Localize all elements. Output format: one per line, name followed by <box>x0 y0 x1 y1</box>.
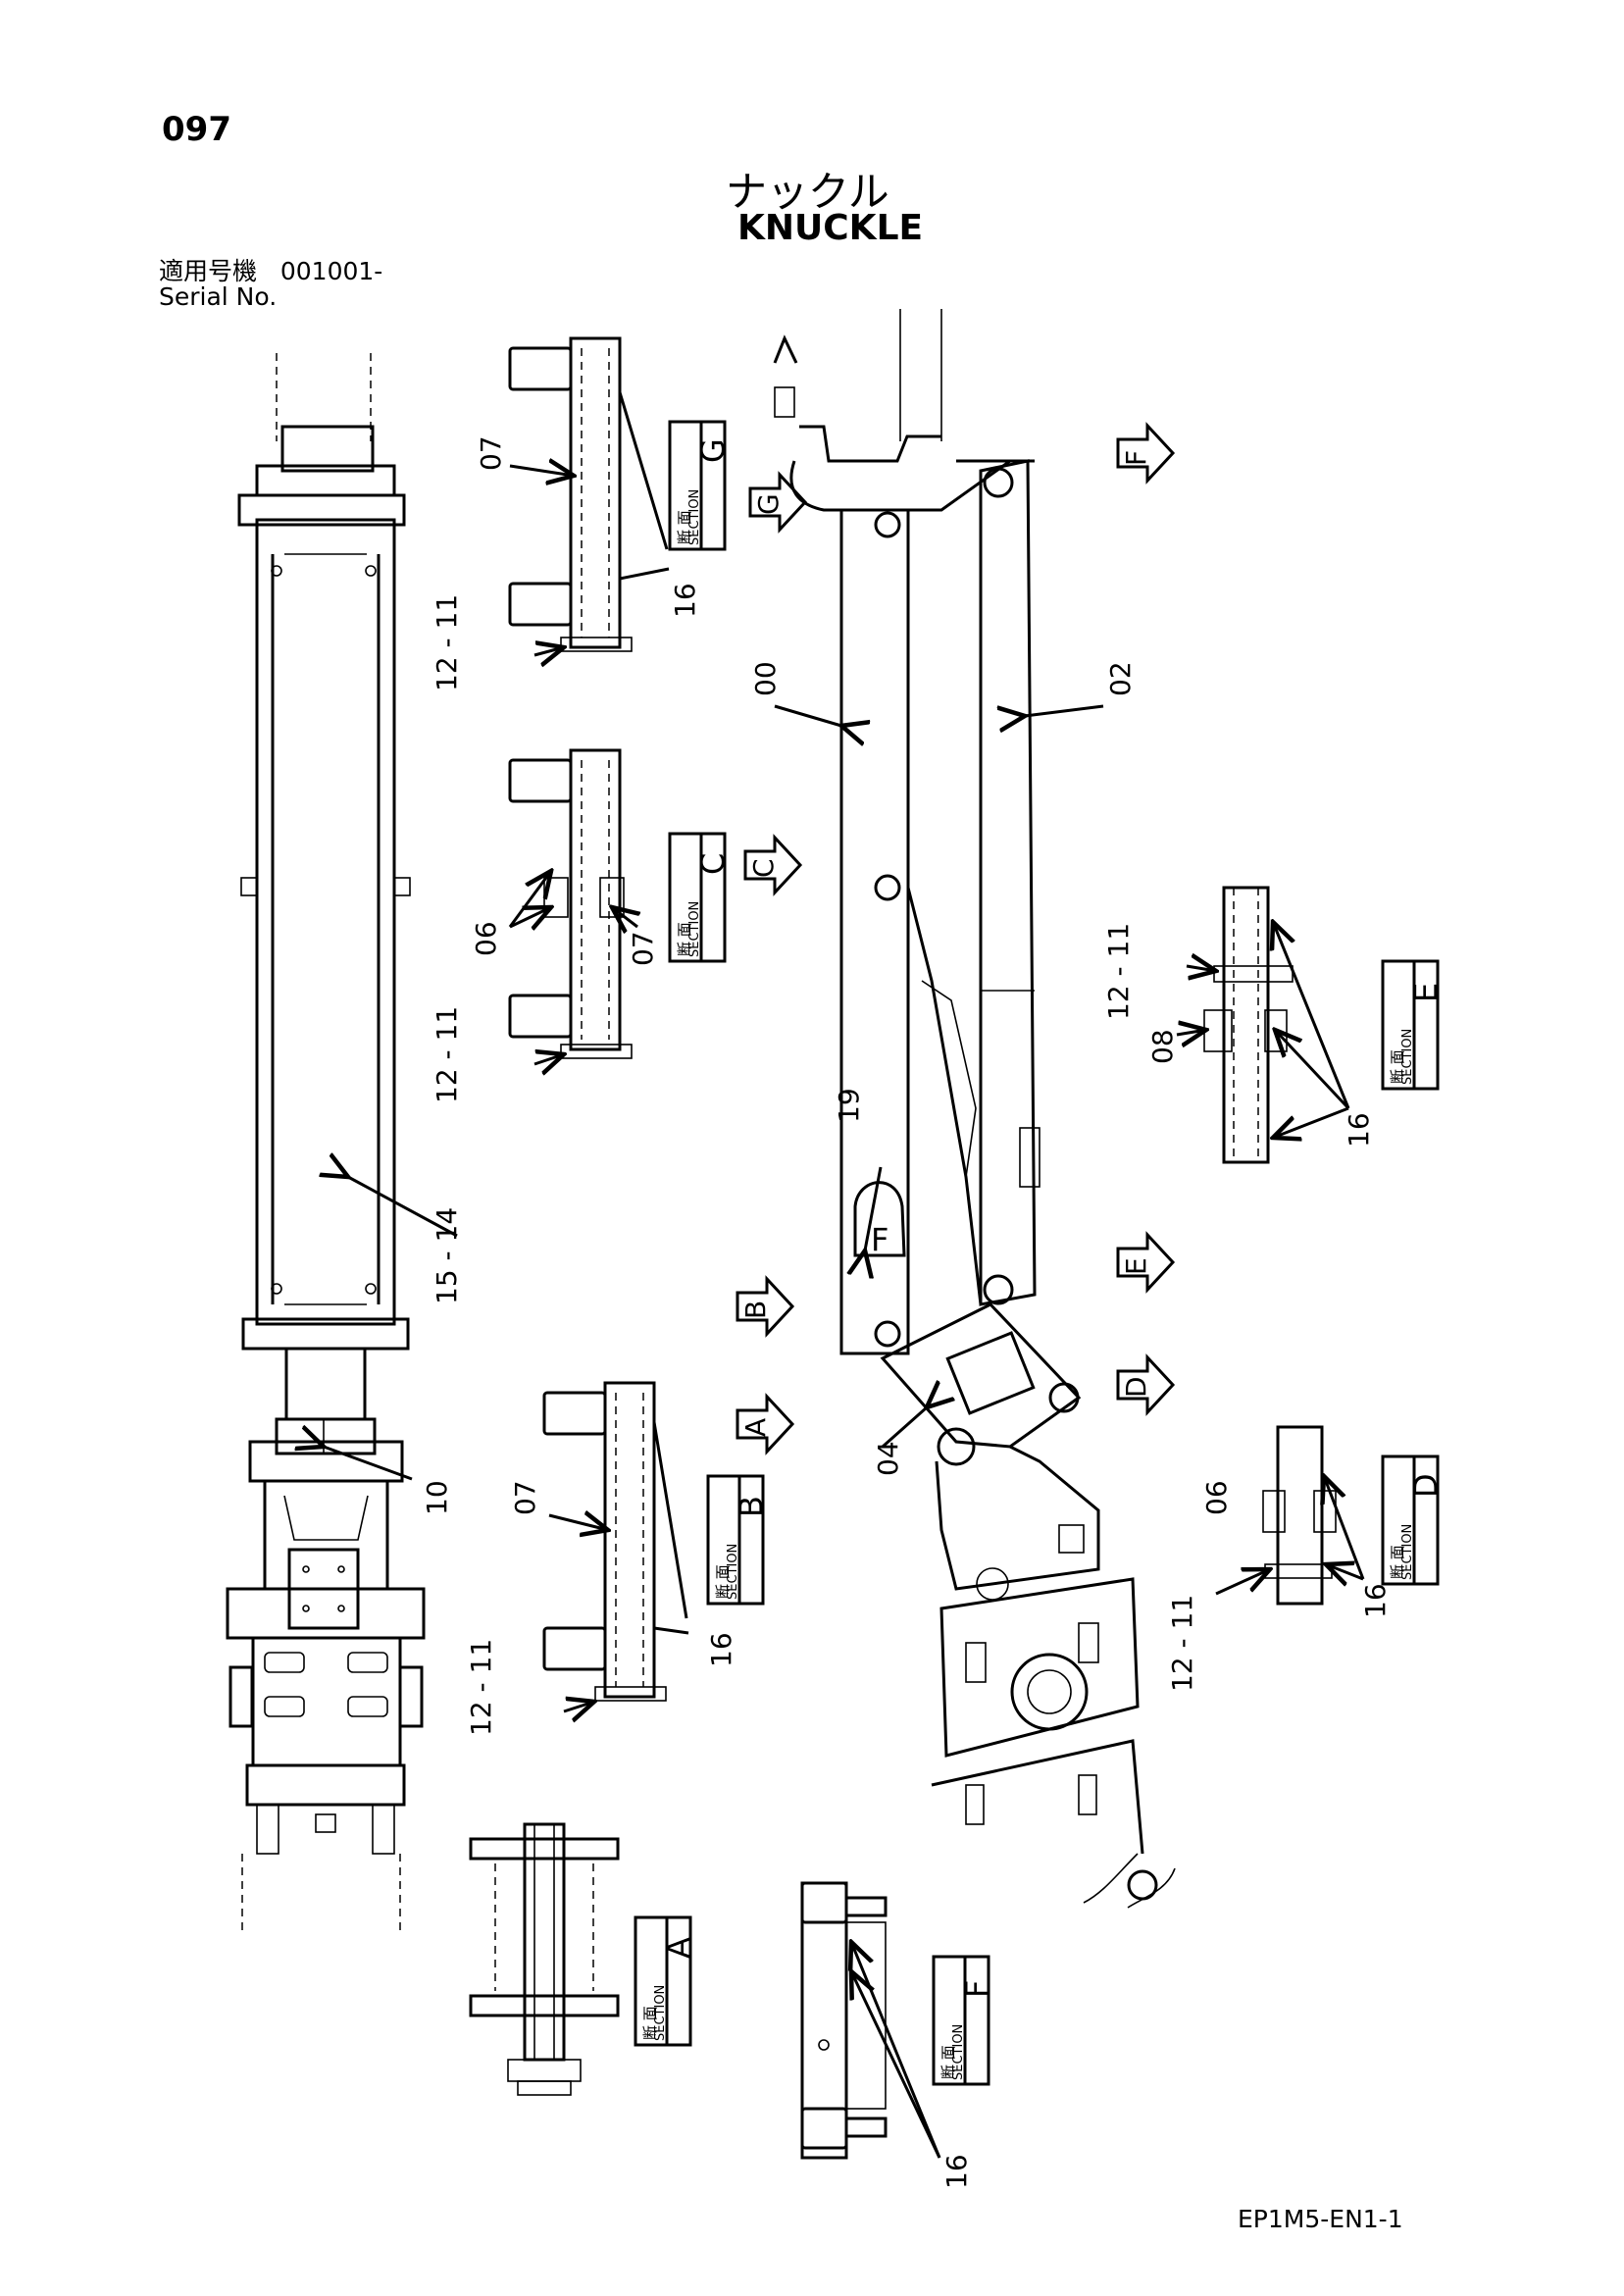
view-arrow-b: B <box>736 1275 795 1338</box>
section-b-view <box>542 1381 689 1711</box>
serial-label-jp: 適用号機 <box>159 257 258 285</box>
serial-row-jp: 適用号機 001001- <box>159 259 382 284</box>
section-box-g-en: SECTION <box>687 489 702 545</box>
section-box-d-letter: D <box>1407 1473 1445 1498</box>
callout-part-06b: 06 <box>1200 1480 1233 1515</box>
view-arrow-f: F <box>1116 422 1176 485</box>
serial-label-en: Serial No. <box>159 282 278 311</box>
callout-part-00: 00 <box>749 661 782 696</box>
view-arrow-e: E <box>1116 1231 1176 1294</box>
title-japanese: ナックル <box>726 168 889 216</box>
title-english: KNUCKLE <box>737 208 924 248</box>
view-arrow-g-letter: G <box>752 493 785 515</box>
section-box-c-letter: C <box>694 853 732 875</box>
section-box-c-jp: 断 面 <box>676 922 693 956</box>
section-box-d-en: SECTION <box>1400 1524 1415 1580</box>
view-arrow-b-letter: B <box>739 1301 772 1319</box>
callout-part-10: 10 <box>421 1480 453 1515</box>
section-box-g-letter: G <box>694 438 732 463</box>
callout-part-12-11a: 12 - 11 <box>431 594 463 691</box>
section-box-f: 断 面 SECTION F <box>932 1955 995 2086</box>
callout-part-12-11c: 12 - 11 <box>465 1639 497 1736</box>
section-box-f-letter: F <box>958 1980 995 1998</box>
section-box-e-letter: E <box>1407 983 1445 1002</box>
section-box-b-jp: 断 面 <box>714 1564 732 1599</box>
callout-part-04: 04 <box>872 1441 904 1476</box>
serial-value: 001001- <box>279 257 383 285</box>
section-box-c-en: SECTION <box>687 901 702 957</box>
section-box-f-jp: 断 面 <box>939 2045 957 2079</box>
view-arrow-c-letter: C <box>747 858 780 878</box>
section-box-b: 断 面 SECTION B <box>706 1474 770 1606</box>
section-box-a-letter: A <box>660 1937 697 1959</box>
section-g-view <box>508 336 670 655</box>
section-box-d: 断 面 SECTION D <box>1381 1454 1445 1586</box>
callout-part-19: 19 <box>833 1088 865 1123</box>
callout-part-16b: 16 <box>705 1632 737 1667</box>
callout-part-06a: 06 <box>470 921 502 956</box>
section-box-e-jp: 断 面 <box>1389 1049 1406 1084</box>
callout-part-07b: 07 <box>627 931 659 966</box>
section-f-view <box>800 1881 941 2160</box>
view-arrow-a: A <box>736 1393 795 1455</box>
section-box-e-en: SECTION <box>1400 1029 1415 1085</box>
section-box-b-en: SECTION <box>726 1544 740 1600</box>
callout-part-12-11b: 12 - 11 <box>431 1006 463 1103</box>
callout-part-08: 08 <box>1146 1029 1179 1064</box>
callout-part-02: 02 <box>1104 661 1137 696</box>
document-code: EP1M5-EN1-1 <box>1238 2205 1403 2233</box>
view-arrow-f-letter: F <box>1120 450 1152 466</box>
callout-part-16d: 16 <box>1359 1583 1392 1618</box>
section-d-view <box>1215 1425 1365 1606</box>
view-arrow-d-letter: D <box>1120 1376 1152 1398</box>
knuckle-side-view <box>226 353 458 1932</box>
section-a-view <box>469 1822 620 2096</box>
knuckle-assembly: F <box>773 309 1176 1909</box>
callout-part-07a: 07 <box>475 435 507 471</box>
section-c-view <box>508 748 637 1064</box>
section-e-view <box>1176 886 1350 1164</box>
page-number: 097 <box>162 110 231 149</box>
view-arrow-d: D <box>1116 1353 1176 1416</box>
section-box-e: 断 面 SECTION E <box>1381 959 1445 1091</box>
callout-part-12-11e: 12 - 11 <box>1166 1595 1198 1692</box>
view-arrow-c: C <box>743 834 803 896</box>
callout-part-16c: 16 <box>1343 1112 1375 1148</box>
view-arrow-e-letter: E <box>1120 1257 1152 1275</box>
callout-part-16e: 16 <box>940 2154 973 2189</box>
callout-part-07c: 07 <box>509 1480 541 1515</box>
callout-part-15-14: 15 - 14 <box>431 1207 463 1304</box>
section-box-g-jp: 断 面 <box>676 510 693 544</box>
section-box-a-en: SECTION <box>653 1985 668 2041</box>
view-arrow-g: G <box>748 471 808 534</box>
serial-info: 適用号機 001001- Serial No. <box>159 259 382 310</box>
section-box-c: 断 面 SECTION C <box>668 832 732 963</box>
section-box-b-letter: B <box>733 1496 770 1517</box>
view-arrow-a-letter: A <box>739 1418 772 1437</box>
callout-part-12-11d: 12 - 11 <box>1102 923 1135 1020</box>
section-box-g: 断 面 SECTION G <box>668 420 732 551</box>
svg-text:F: F <box>871 1221 888 1258</box>
section-box-a-jp: 断 面 <box>641 2006 659 2040</box>
callout-part-16a: 16 <box>669 583 701 618</box>
section-box-f-en: SECTION <box>951 2024 966 2080</box>
section-box-d-jp: 断 面 <box>1389 1545 1406 1579</box>
section-box-a: 断 面 SECTION A <box>634 1915 697 2047</box>
